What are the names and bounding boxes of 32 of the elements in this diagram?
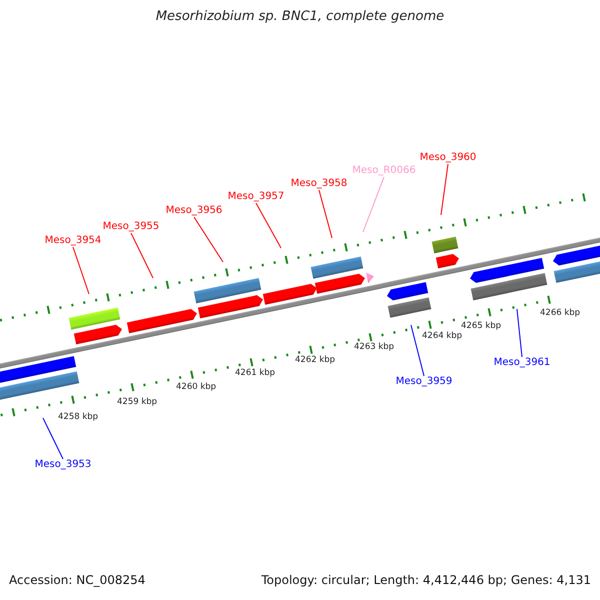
axis-tick-label: 4259 kbp (117, 398, 158, 408)
gene-label: Meso_R0066 (352, 165, 416, 177)
leader-line (440, 164, 448, 216)
gene-label: Meso_3956 (166, 205, 222, 217)
axis-tick-label: 4263 kbp (354, 343, 394, 353)
axis-tick-label: 4260 kbp (176, 383, 216, 393)
gene-label: Meso_3961 (494, 357, 550, 369)
accession-text: Accession: NC_008254 (9, 574, 146, 588)
gene-label: Meso_3958 (290, 178, 348, 190)
gene-label: Meso_3955 (102, 221, 160, 233)
leader-line (516, 308, 522, 358)
leader-line (256, 202, 282, 248)
axis-tick-label: 4266 kbp (540, 309, 580, 319)
genome-info-text: Topology: circular; Length: 4,412,446 bp; Genes: 4,131 (261, 574, 591, 588)
leader-line (194, 216, 224, 262)
axis-tick-label: 4264 kbp (422, 332, 462, 342)
leader-line (410, 324, 424, 376)
gene-label: Meso_3959 (396, 376, 452, 388)
gene-label: Meso_3954 (44, 235, 102, 247)
leader-line (318, 190, 332, 238)
gene-label: Meso_3960 (420, 152, 476, 164)
leader-line (362, 176, 384, 232)
gene-label: Meso_3953 (34, 459, 92, 471)
axis-tick-label: 4265 kbp (461, 322, 502, 332)
axis-tick-label: 4258 kbp (58, 413, 98, 423)
leader-line (72, 246, 90, 294)
leader-line (42, 418, 64, 460)
leader-line (130, 232, 154, 278)
gene-label: Meso_3957 (228, 191, 284, 203)
chart-title: Mesorhizobium sp. BNC1, complete genome (154, 10, 446, 25)
axis-tick-label: 4261 kbp (235, 369, 276, 379)
axis-tick-label: 4262 kbp (295, 356, 336, 366)
